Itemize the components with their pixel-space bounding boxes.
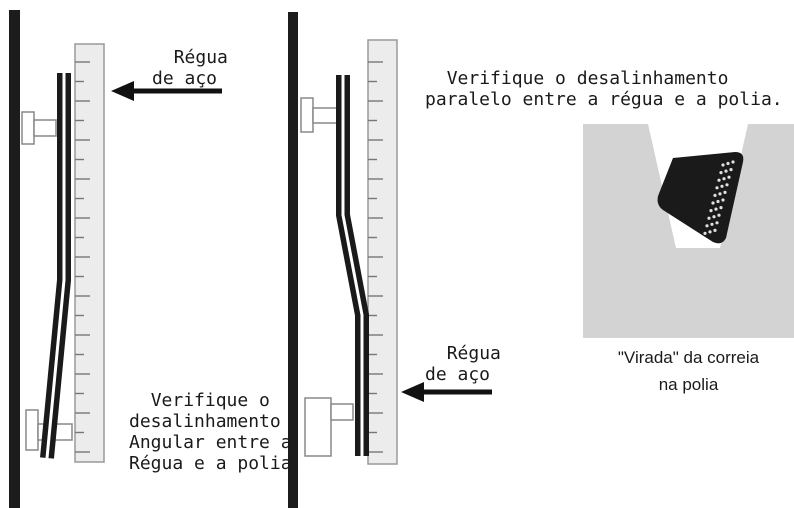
belt-cord-dot [725, 183, 729, 187]
belt-turnover-illustration [583, 124, 794, 338]
belt-cord-dot [705, 224, 709, 228]
left-steel-ruler [74, 43, 105, 463]
belt-cord-dot [731, 160, 735, 164]
belt-cord-dot [717, 178, 721, 182]
belt-cord-dot [718, 192, 722, 196]
left-shaft-top [21, 111, 57, 145]
belt-cord-dot [714, 207, 718, 211]
belt-cord-dot [707, 216, 711, 220]
belt-cord-dot [719, 206, 723, 210]
middle-shaft-top [300, 97, 340, 133]
belt-cord-dot [703, 231, 707, 235]
belt-cord-dot [722, 177, 726, 181]
left-belt [40, 73, 71, 459]
belt-cord-dot [716, 199, 720, 204]
belt-cord-dot [710, 222, 714, 226]
left-frame-post [9, 10, 20, 508]
belt-cord-dot [713, 228, 717, 232]
parallel-misalignment-panel [288, 12, 492, 508]
belt-cord-dot [712, 215, 716, 219]
pulley-groove [583, 124, 794, 338]
belt-cord-dot [717, 213, 721, 217]
belt-cord-dot [719, 171, 723, 175]
middle-belt [336, 75, 369, 456]
belt-cord-dot [711, 201, 715, 205]
belt-cord-dot [709, 209, 713, 213]
belt-cord-dot [726, 161, 730, 166]
belt-cord-dot [721, 163, 725, 167]
middle-frame-post [288, 12, 298, 508]
middle-arrow-icon [401, 382, 492, 402]
belt-cord-dot [727, 175, 731, 179]
belt-cord-dot [708, 230, 712, 234]
belt-cord-dot [715, 186, 719, 190]
belt-cord-dot [715, 221, 719, 225]
middle-shaft-bottom [304, 397, 354, 457]
left-arrow-icon [111, 81, 222, 101]
belt-cord-dot [720, 184, 724, 188]
middle-steel-ruler [367, 39, 398, 465]
belt-cord-dot [723, 190, 727, 194]
belt-cord-dot [724, 169, 728, 173]
angular-misalignment-panel [9, 10, 222, 508]
v-belt-cross-section-icon [657, 152, 744, 244]
belt-cord-dot [729, 168, 733, 172]
belt-cord-dot [713, 193, 717, 197]
belt-cord-dot [721, 198, 725, 202]
